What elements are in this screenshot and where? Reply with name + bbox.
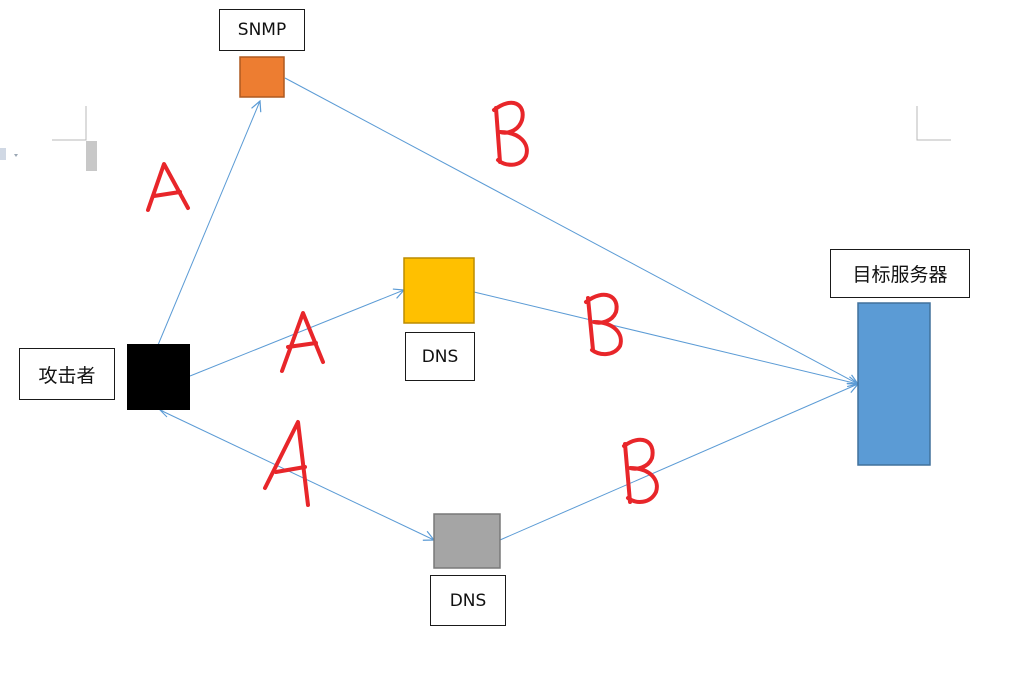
annotation-b-3 <box>622 437 659 504</box>
dns-yellow-node <box>403 257 475 324</box>
annotation-a-1 <box>146 162 190 212</box>
annotation-a-2 <box>280 311 325 373</box>
snmp-node <box>239 56 285 98</box>
annotations-a <box>146 162 325 507</box>
annotation-b-2 <box>584 292 623 357</box>
dns-gray-label: DNS <box>430 575 506 626</box>
scrollbar-fragment <box>86 141 97 171</box>
target-server-node <box>857 302 931 466</box>
edge-snmp-target <box>284 77 858 384</box>
page-margin-marks <box>52 106 951 141</box>
annotation-a-3 <box>263 420 310 507</box>
edge-dns-yellow-target <box>473 291 858 384</box>
dns-gray-node <box>433 513 501 569</box>
attacker-node <box>127 344 190 410</box>
dns-yellow-label-text: DNS <box>421 346 459 367</box>
attacker-label: 攻击者 <box>19 348 115 400</box>
snmp-label: SNMP <box>219 9 305 51</box>
snmp-label-text: SNMP <box>237 20 287 40</box>
dns-gray-label-text: DNS <box>449 590 487 611</box>
dns-yellow-label: DNS <box>405 332 475 381</box>
annotations-b <box>492 100 659 504</box>
annotation-b-1 <box>492 100 529 167</box>
paste-options-icon <box>0 148 18 160</box>
edges-reflect <box>284 77 858 541</box>
attacker-label-text: 攻击者 <box>38 364 96 387</box>
target-server-label: 目标服务器 <box>830 249 970 298</box>
edge-attacker-dns-gray <box>159 409 434 540</box>
edge-attacker-snmp <box>157 101 260 346</box>
edge-dns-gray-target <box>499 384 858 541</box>
target-server-label-text: 目标服务器 <box>852 264 948 286</box>
edges-attack <box>157 101 434 540</box>
